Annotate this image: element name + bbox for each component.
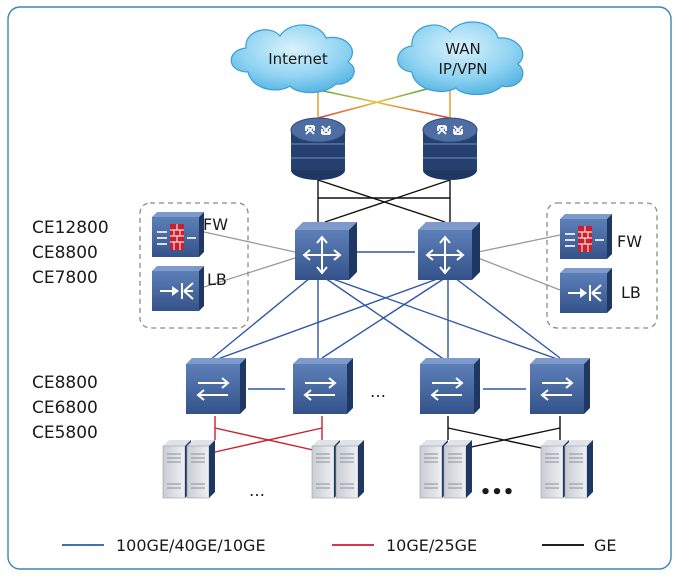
core-switch-right <box>418 222 480 280</box>
access-switch-1 <box>186 358 246 414</box>
core-model-list: CE12800 CE8800 CE7800 <box>32 218 109 288</box>
right-lb-label: LB <box>621 283 641 302</box>
server-right-ellipsis: ••• <box>480 482 515 503</box>
router-arrows-icon <box>305 125 331 135</box>
right-firewall <box>560 214 612 259</box>
right-fw-label: FW <box>617 232 642 251</box>
switch-arrows-icon <box>540 377 574 401</box>
router-core-links <box>317 179 451 223</box>
switch-arrows-icon <box>430 377 464 401</box>
firewall-icon <box>565 226 604 252</box>
access-switch-3 <box>420 358 480 414</box>
left-firewall <box>152 212 204 257</box>
core-switch-left <box>295 222 357 280</box>
right-load-balancer <box>560 268 612 313</box>
access-model-2: CE6800 <box>32 398 98 418</box>
left-fw-label: FW <box>203 215 228 234</box>
service-links <box>203 231 561 291</box>
load-balancer-icon <box>568 284 602 302</box>
server-pair-2 <box>311 440 364 499</box>
switch-arrows-icon <box>196 377 230 401</box>
access-model-list: CE8800 CE6800 CE5800 <box>32 373 98 443</box>
server-pair-3 <box>419 440 472 499</box>
router-left <box>290 117 346 180</box>
left-service-group <box>139 202 249 329</box>
legend: 100GE/40GE/10GE 10GE/25GE GE <box>62 536 617 555</box>
access-row-ellipsis: … <box>370 382 386 401</box>
access-model-3: CE5800 <box>32 423 98 443</box>
server-left-ellipsis: … <box>249 481 265 500</box>
core-model-1: CE12800 <box>32 218 109 238</box>
legend-label-1: 100GE/40GE/10GE <box>116 536 266 555</box>
internet-cloud: Internet <box>230 24 355 94</box>
left-lb-label: LB <box>207 270 227 289</box>
core-switch-arrows-icon <box>425 235 465 275</box>
legend-label-3: GE <box>594 536 617 555</box>
internet-label: Internet <box>268 50 328 68</box>
core-model-3: CE7800 <box>32 268 98 288</box>
legend-label-2: 10GE/25GE <box>386 536 477 555</box>
core-access-links <box>209 277 561 361</box>
server-pair-4 <box>540 440 593 499</box>
load-balancer-icon <box>160 282 194 300</box>
core-model-2: CE8800 <box>32 243 98 263</box>
access-switch-2 <box>293 358 353 414</box>
server-pair-1 <box>162 440 215 499</box>
switch-arrows-icon <box>303 377 337 401</box>
router-right <box>422 117 478 180</box>
access-switch-4 <box>530 358 590 414</box>
wan-label-line1: WAN <box>445 40 481 58</box>
wan-label-line2: IP/VPN <box>438 60 487 78</box>
left-load-balancer <box>152 266 204 311</box>
server-links-red <box>214 416 323 453</box>
core-switch-arrows-icon <box>302 235 342 275</box>
right-service-group <box>546 202 658 329</box>
wan-cloud: WAN IP/VPN <box>397 21 524 96</box>
firewall-icon <box>157 224 196 250</box>
access-model-1: CE8800 <box>32 373 98 393</box>
router-arrows-icon <box>437 125 463 135</box>
